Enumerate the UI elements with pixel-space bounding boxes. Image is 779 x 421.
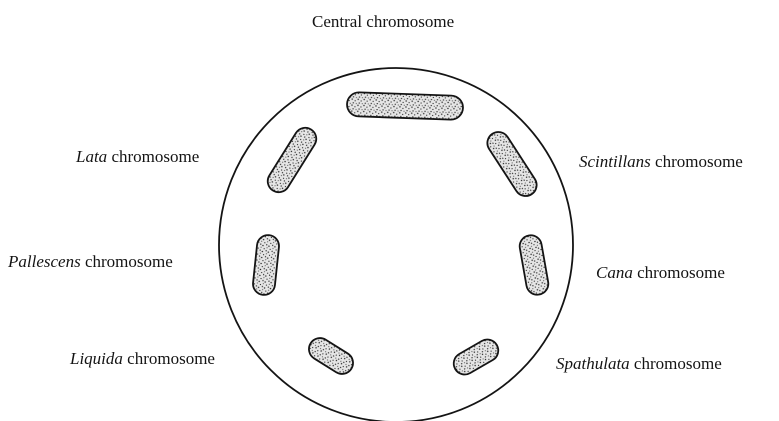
cana-chromosome-label: Cana chromosome (596, 264, 725, 281)
spathulata-chromosome (450, 335, 503, 378)
lata-suffix: chromosome (111, 147, 199, 166)
central-name: Central (312, 12, 362, 31)
pallescens-name: Pallescens (8, 252, 81, 271)
lata-chromosome (264, 124, 321, 197)
liquida-chromosome (305, 334, 357, 378)
lata-name: Lata (76, 147, 107, 166)
spathulata-name: Spathulata (556, 354, 630, 373)
lata-chromosome-label: Lata chromosome (76, 148, 199, 165)
pallescens-chromosome (252, 234, 280, 296)
scintillans-chromosome (483, 128, 541, 200)
cana-suffix: chromosome (637, 263, 725, 282)
cana-chromosome (518, 234, 550, 297)
central-chromosome-label: Central chromosome (312, 13, 454, 30)
scintillans-suffix: chromosome (655, 152, 743, 171)
liquida-name: Liquida (70, 349, 123, 368)
scintillans-name: Scintillans (579, 152, 651, 171)
spathulata-chromosome-label: Spathulata chromosome (556, 355, 722, 372)
central-chromosome (347, 92, 464, 120)
pallescens-suffix: chromosome (85, 252, 173, 271)
spathulata-suffix: chromosome (634, 354, 722, 373)
liquida-chromosome-label: Liquida chromosome (70, 350, 215, 367)
central-suffix: chromosome (366, 12, 454, 31)
liquida-suffix: chromosome (127, 349, 215, 368)
scintillans-chromosome-label: Scintillans chromosome (579, 153, 743, 170)
pallescens-chromosome-label: Pallescens chromosome (8, 253, 173, 270)
cana-name: Cana (596, 263, 633, 282)
